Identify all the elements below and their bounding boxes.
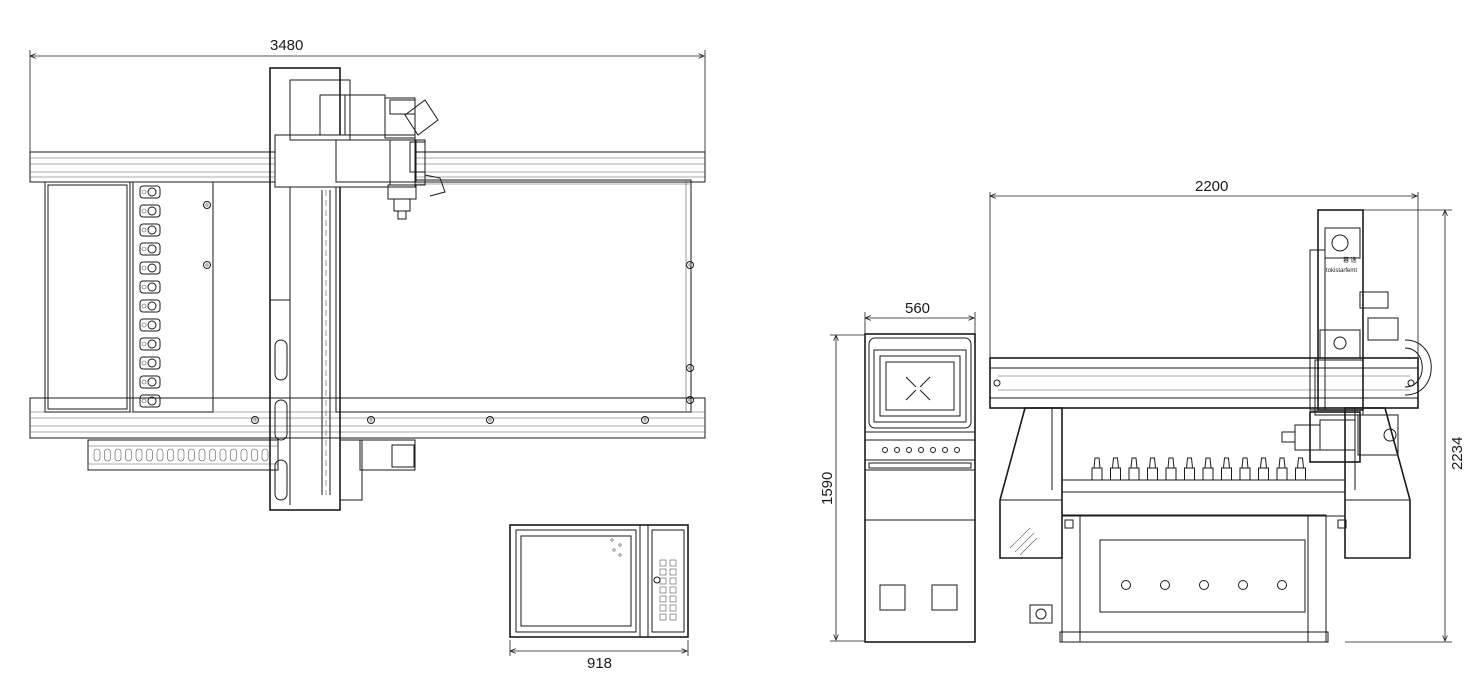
dimension-560: 560 <box>864 300 976 334</box>
spindle-head <box>1281 411 1399 463</box>
tool-holder <box>1167 457 1175 469</box>
dim-label-1590: 1590 <box>819 472 836 505</box>
cabinet-button <box>954 447 960 453</box>
bottom-rail <box>29 397 706 439</box>
brand-logo-text: 暮 逸 <box>1343 256 1357 264</box>
tool-holder <box>139 223 161 237</box>
control-cabinet-view: 560 1590 <box>819 300 976 643</box>
cable-chain <box>87 439 416 471</box>
z-axis-column: 暮 逸 tokistarfemt <box>1309 209 1399 416</box>
tool-holder <box>1296 457 1305 469</box>
tool-holder <box>139 299 161 313</box>
tool-holder <box>139 185 161 199</box>
tool-holder <box>139 318 161 332</box>
tool-holder <box>139 242 161 256</box>
tool-holder <box>1111 457 1120 469</box>
dim-label-2200: 2200 <box>1195 178 1228 195</box>
dimension-2200: 2200 <box>989 178 1419 360</box>
cabinet-button <box>918 447 924 453</box>
tool-holder <box>139 394 161 408</box>
spindle-carriage <box>274 79 446 220</box>
tool-holder <box>139 337 161 351</box>
tool-holder <box>139 204 161 218</box>
side-panel <box>44 181 131 413</box>
dimension-918: 918 <box>509 640 689 672</box>
brand-text: tokistarfemt <box>1326 268 1357 274</box>
cabinet-button <box>942 447 948 453</box>
dim-label-918: 918 <box>587 655 612 672</box>
table-screws <box>203 201 694 424</box>
tool-holder-column <box>139 185 161 408</box>
tool-holder <box>139 280 161 294</box>
dim-label-3480: 3480 <box>270 37 303 54</box>
cabinet-button <box>930 447 936 453</box>
gantry <box>269 67 363 511</box>
control-panel-view: 918 <box>509 524 689 672</box>
dimension-1590: 1590 <box>819 334 864 642</box>
tool-holder <box>1130 457 1138 469</box>
tool-holder <box>1278 457 1286 469</box>
tool-holder <box>139 356 161 370</box>
tool-holder <box>1259 457 1268 469</box>
cabinet-button <box>882 447 888 453</box>
cabinet-button <box>906 447 912 453</box>
tool-rack <box>1091 457 1306 481</box>
cabinet-button <box>894 447 900 453</box>
tool-holder <box>139 375 161 389</box>
tool-holder <box>1241 457 1249 469</box>
machine-base <box>999 407 1411 643</box>
tool-holder <box>1148 457 1157 469</box>
tool-holder <box>1185 457 1194 469</box>
front-view: 2200 2234 暮 逸 tokistarfemt <box>989 178 1466 643</box>
dimension-2234: 2234 <box>1345 209 1466 643</box>
tool-holder <box>1204 457 1212 469</box>
top-view: 3480 <box>29 37 706 511</box>
tool-holder <box>139 261 161 275</box>
tool-holder <box>1222 457 1231 469</box>
tool-holder <box>1093 457 1101 469</box>
dimension-3480: 3480 <box>29 37 706 155</box>
dim-label-2234: 2234 <box>1449 437 1466 470</box>
work-table <box>335 179 692 413</box>
dim-label-560: 560 <box>905 300 930 317</box>
